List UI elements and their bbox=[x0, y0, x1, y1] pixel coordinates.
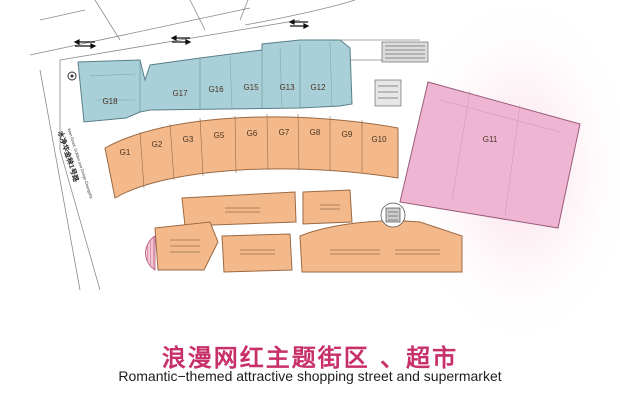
traffic-arrows bbox=[73, 19, 310, 49]
unit-label-g13: G13 bbox=[279, 83, 295, 92]
unit-label-g16: G16 bbox=[208, 85, 224, 94]
unit-label-g17: G17 bbox=[172, 89, 188, 98]
orange-arc-row: G1 G2 G3 G5 G6 G7 G8 G9 G10 bbox=[104, 113, 399, 199]
unit-label-g18: G18 bbox=[102, 97, 118, 106]
blue-building-block: G18 G17 G16 G15 G13 G12 bbox=[77, 39, 353, 123]
orange-lower-blocks bbox=[154, 189, 463, 273]
caption-title-chinese: 浪漫网红主题街区 、超市 bbox=[161, 344, 459, 372]
unit-label-g7: G7 bbox=[279, 128, 290, 137]
unit-label-g10: G10 bbox=[371, 135, 387, 144]
semicircle-feature bbox=[145, 235, 156, 271]
unit-label-g1: G1 bbox=[120, 148, 131, 157]
escalator-block bbox=[374, 41, 429, 107]
unit-label-g15: G15 bbox=[243, 83, 259, 92]
unit-label-g6: G6 bbox=[247, 129, 258, 138]
compass-icon bbox=[67, 71, 77, 81]
unit-label-g5: G5 bbox=[214, 131, 225, 140]
roundabout-icon bbox=[380, 202, 406, 228]
unit-label-g12: G12 bbox=[310, 83, 326, 92]
unit-label-g3: G3 bbox=[183, 135, 194, 144]
unit-label-g8: G8 bbox=[310, 128, 321, 137]
caption-title-english: Romantic−themed attractive shopping stre… bbox=[118, 368, 502, 384]
unit-label-g11: G11 bbox=[483, 135, 498, 144]
unit-label-g2: G2 bbox=[152, 140, 163, 149]
unit-label-g9: G9 bbox=[342, 130, 353, 139]
orange-lower-details bbox=[170, 204, 440, 255]
pink-supermarket-block: G11 bbox=[399, 81, 581, 229]
